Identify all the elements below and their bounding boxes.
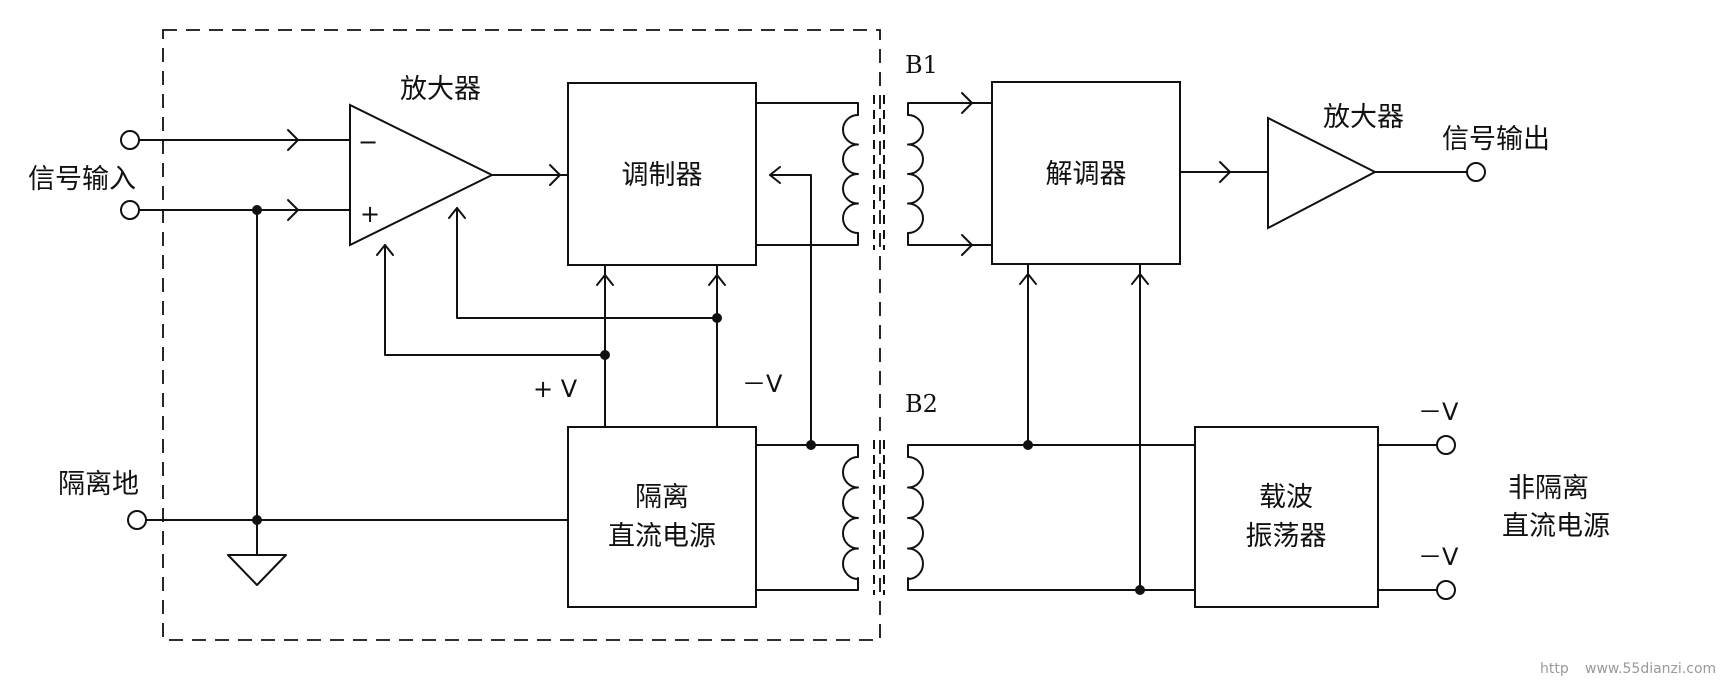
label-plus-v: + V [533,375,578,403]
wire-psu-top-to-b2 [755,444,859,458]
demodulator-box [991,81,1181,265]
op-plus-sign: + [360,200,380,228]
wire-plus-v-to-amp [384,244,606,356]
b1-secondary-coil [907,114,924,234]
arrow-input-plus [287,199,299,221]
label-transformer-b2: B2 [905,390,938,418]
arrow-minus-v-modulator [708,274,726,286]
carrier-oscillator-box [1194,426,1379,608]
wire-psu-bottom-to-b2 [755,577,859,591]
input-amplifier-triangle [349,103,495,247]
arrow-plus-v-modulator [596,274,614,286]
label-signal-output: 信号输出 [1442,124,1550,155]
junction-osc-top [1023,440,1033,450]
junction-plus-v [600,350,610,360]
arrow-input-minus [287,129,299,151]
signal-input-terminal-2 [120,200,140,220]
wire-modulator-top-to-b1 [755,102,859,116]
arrow-psu-to-modulator [769,166,781,184]
label-iso-psu-line2: 直流电源 [608,521,716,552]
isolated-ground-terminal [127,510,147,530]
label-output-amplifier: 放大器 [1323,102,1404,133]
arrow-amp-to-modulator [549,164,561,186]
wire-psu-to-modulator [769,174,812,446]
label-input-amplifier: 放大器 [400,74,481,105]
b2-left-coil [842,456,859,580]
wire-minus-v-to-amp [456,207,718,319]
b2-right-coil [907,456,924,580]
arrow-minus-v-amp [448,207,466,219]
label-non-isolated-line1: 非隔离 [1508,473,1589,504]
ground-symbol [227,554,287,586]
watermark: www.55dianzi.com [1585,661,1716,677]
arrow-demod-to-amp [1219,161,1231,183]
arrow-osc-top-to-demod [1019,273,1037,285]
arrow-plus-v-amp [376,244,394,256]
wire-modulator-bottom-to-b1 [755,232,859,246]
label-carrier-line2: 振荡器 [1246,521,1327,552]
isolated-psu-box [567,426,757,608]
signal-output-terminal [1466,162,1486,182]
isolation-boundary [162,29,881,641]
label-demodulator: 解调器 [1046,159,1127,190]
junction-plus-input [252,205,262,215]
label-carrier-line1: 载波 [1259,482,1313,513]
label-modulator: 调制器 [622,160,703,191]
label-iso-psu-line1: 隔离 [635,482,689,513]
output-amplifier-triangle [1267,116,1378,230]
signal-input-terminal-1 [120,130,140,150]
label-signal-input: 信号输入 [28,164,136,195]
op-minus-sign: − [358,128,378,156]
arrow-osc-bottom-to-demod [1131,273,1149,285]
label-minus-v: －V [742,370,783,398]
supply-terminal-1 [1436,435,1456,455]
arrow-b1-bottom [961,234,973,256]
b1-primary-coil [842,114,859,234]
wire-b1-bottom-to-demod [907,232,993,246]
junction-osc-bottom [1135,585,1145,595]
label-supply-minus-v-2: －V [1418,543,1459,571]
label-isolated-ground: 隔离地 [58,469,139,500]
modulator-box [567,82,757,266]
junction-ground [252,515,262,525]
wire-b2-bottom-to-oscillator [907,577,1196,591]
supply-terminal-2 [1436,580,1456,600]
label-transformer-b1: B1 [905,51,938,79]
watermark-prefix: http [1540,661,1569,677]
arrow-b1-top [961,92,973,114]
label-supply-minus-v-1: －V [1418,398,1459,426]
wire-b1-top-to-demod [907,102,993,116]
junction-minus-v [712,313,722,323]
wire-b2-top-to-oscillator [907,444,1196,458]
label-non-isolated-line2: 直流电源 [1502,511,1610,542]
